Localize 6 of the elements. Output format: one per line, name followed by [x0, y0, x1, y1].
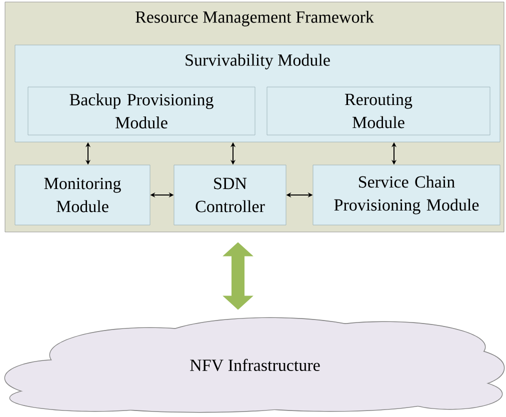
module-box: Rerouting Module — [266, 86, 490, 136]
module-box: Service Chain Provisioning Module — [312, 164, 500, 226]
cloud: NFV Infrastructure — [4, 317, 505, 413]
controller-box: SDN Controller — [174, 164, 286, 226]
module-box: Monitoring Module — [14, 164, 150, 226]
module-box: Backup Provisioning Module — [28, 86, 256, 136]
